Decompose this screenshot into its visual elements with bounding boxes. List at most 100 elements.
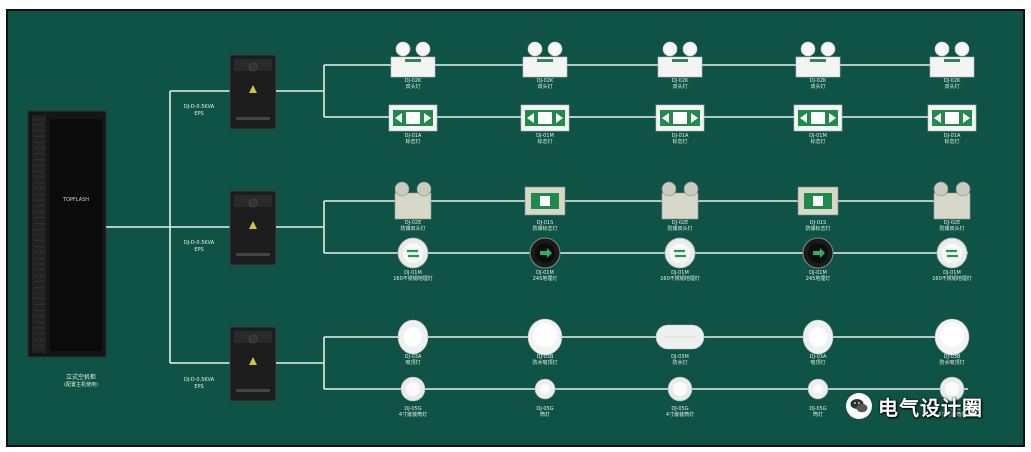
eps-label-strip: [236, 253, 270, 256]
arrow-right-icon: [556, 113, 563, 123]
fixture-model: DJ-02K: [943, 78, 961, 84]
lens-icon: [540, 384, 550, 394]
fixture-model: DJ-02K: [404, 78, 422, 84]
fixture-name: 防爆双头灯: [939, 226, 965, 232]
fixture-name: 防水吸顶灯: [532, 360, 558, 366]
status-led-icon: [672, 59, 688, 62]
lens-icon: [942, 243, 962, 263]
spot-head-icon: [527, 41, 543, 57]
spot-head-icon: [416, 181, 432, 197]
arrow-right-icon: [691, 113, 698, 123]
status-led-icon: [405, 59, 421, 62]
fixture-model: DJ-01S: [536, 220, 554, 226]
eps-label-2: DJ-D-0.5KVA EPS: [174, 240, 224, 254]
spot-head-icon: [820, 41, 836, 57]
arrow-left-icon: [395, 113, 402, 123]
fixture-name: 4寸嵌装筒灯: [398, 412, 428, 418]
running-man-icon: [945, 112, 959, 124]
running-man-icon: [673, 112, 687, 124]
fixture-model: DJ-02K: [671, 78, 689, 84]
warning-icon: [249, 357, 257, 365]
fixture-name: 标志灯: [405, 139, 421, 145]
spot-head-icon: [395, 41, 411, 57]
running-man-icon: [813, 196, 823, 206]
lens-icon: [813, 384, 823, 394]
eps-fan: [248, 198, 258, 208]
cabinet-label: 立式空机柜 (配置主机使用): [41, 372, 121, 388]
bidirectional-arrow-icon: [946, 249, 958, 258]
cabinet-title: 立式空机柜: [65, 374, 96, 381]
fixture-name: 防水灯: [672, 360, 688, 366]
spot-head-icon: [934, 41, 950, 57]
watermark-text: 电气设计圈: [878, 395, 983, 420]
arrow-left-icon: [934, 113, 941, 123]
lens-icon: [406, 382, 420, 396]
eps-1-model: DJ-D-0.5KVA: [183, 104, 215, 110]
eps-label-1: DJ-D-0.5KVA EPS: [174, 104, 224, 118]
fixture-name: 标志灯: [672, 139, 688, 145]
spot-head-icon: [415, 41, 431, 57]
lens-icon: [403, 243, 423, 263]
arrow-right-icon: [963, 113, 970, 123]
spot-head-icon: [547, 41, 563, 57]
fixture-name: 吸顶灯: [810, 360, 826, 366]
fixture-model: DJ-03A: [809, 354, 827, 360]
emergency-light-box-icon: [390, 56, 436, 78]
emergency-light-box-icon: [795, 56, 841, 78]
fixture-name: 160不锈钢地埋灯: [932, 276, 972, 282]
warning-icon: [249, 85, 257, 93]
fixture-name: 防爆双头灯: [400, 226, 426, 232]
fixture-model: DJ-01M: [536, 270, 554, 276]
spot-head-icon: [800, 41, 816, 57]
fixture-name: 245地埋灯: [805, 276, 831, 282]
system-diagram: TOPFLASH 立式空机柜 (配置主机使用) DJ-D-0.5KVA EPS …: [6, 9, 1025, 447]
arrow-left-icon: [527, 113, 534, 123]
cabinet-brand: TOPFLASH: [62, 197, 89, 203]
status-led-icon: [810, 59, 826, 62]
eps-fan: [248, 334, 258, 344]
lens-icon: [670, 243, 690, 263]
fixture-name: 双头灯: [672, 84, 688, 90]
fixture-name: 防爆标志灯: [805, 226, 831, 232]
eps-label-strip: [236, 389, 270, 392]
fixture-model: DJ-01S: [809, 220, 827, 226]
spot-head-icon: [394, 181, 410, 197]
fixture-model: DJ-02E: [943, 220, 961, 226]
fixture-name: 标志灯: [537, 139, 553, 145]
eps-label-3: DJ-D-0.5KVA EPS: [174, 377, 224, 391]
fixture-name: 防爆双头灯: [667, 226, 693, 232]
fixture-name: 防水吸顶灯: [939, 360, 965, 366]
fixture-model: DJ-01M: [671, 270, 689, 276]
diffuser-icon: [404, 327, 422, 347]
arrow-right-icon: [540, 248, 552, 258]
bidirectional-arrow-icon: [674, 249, 686, 258]
running-man-icon: [540, 196, 550, 206]
fixture-name: 吸顶灯: [405, 360, 421, 366]
fixture-model: DJ-01M: [536, 133, 554, 139]
fixture-name: 4寸嵌装筒灯: [665, 412, 695, 418]
cabinet-side: [32, 115, 46, 353]
eps-1-type: EPS: [194, 111, 204, 117]
spot-head-icon: [661, 181, 677, 197]
fixture-model: DJ-02K: [809, 78, 827, 84]
fixture-name: 4寸嵌装筒灯: [937, 412, 967, 418]
arrow-right-icon: [424, 113, 431, 123]
fixture-name: 标志灯: [944, 139, 960, 145]
fixture-name: 筒灯: [539, 412, 550, 418]
fixture-model: DJ-01M: [809, 133, 827, 139]
spot-head-icon: [954, 41, 970, 57]
fixture-name: 筒灯: [812, 412, 823, 418]
